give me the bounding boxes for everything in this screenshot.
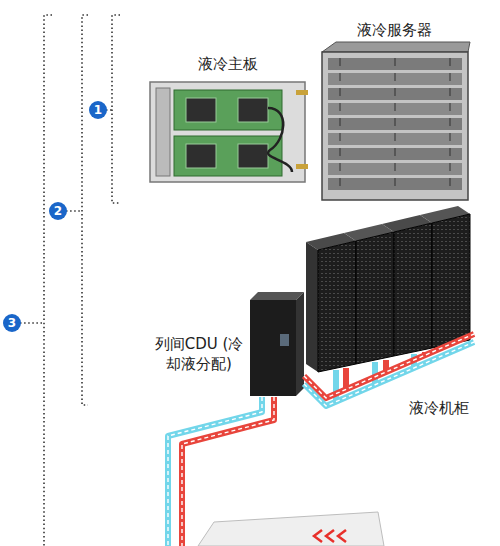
bracket <box>44 15 52 546</box>
node-heading: 列间CDU (冷却液分配) <box>150 334 248 374</box>
callout-number: 3 <box>3 314 21 332</box>
callout-number: 2 <box>49 202 67 220</box>
illustrated-node: 液冷服务器 <box>314 20 474 204</box>
illustrated-node: 液冷主板 <box>146 52 310 186</box>
illustrated-node: 液冷机柜 <box>304 204 474 378</box>
node-heading: 液冷主板 <box>146 54 310 74</box>
floor-slab <box>198 512 384 546</box>
bracket <box>82 15 88 405</box>
callout-number: 1 <box>89 101 107 119</box>
leader-line <box>20 322 44 324</box>
node-heading: 液冷服务器 <box>314 20 474 40</box>
leader-line <box>66 210 82 212</box>
illustrated-node: 列间CDU (冷却液分配) <box>150 290 304 398</box>
bracket <box>112 15 120 203</box>
motherboard-illustration <box>150 82 308 182</box>
server-illustration <box>322 42 470 200</box>
coolant-pipe <box>304 334 474 406</box>
node-heading: 液冷机柜 <box>404 398 474 418</box>
cdu-illustration <box>250 292 304 396</box>
